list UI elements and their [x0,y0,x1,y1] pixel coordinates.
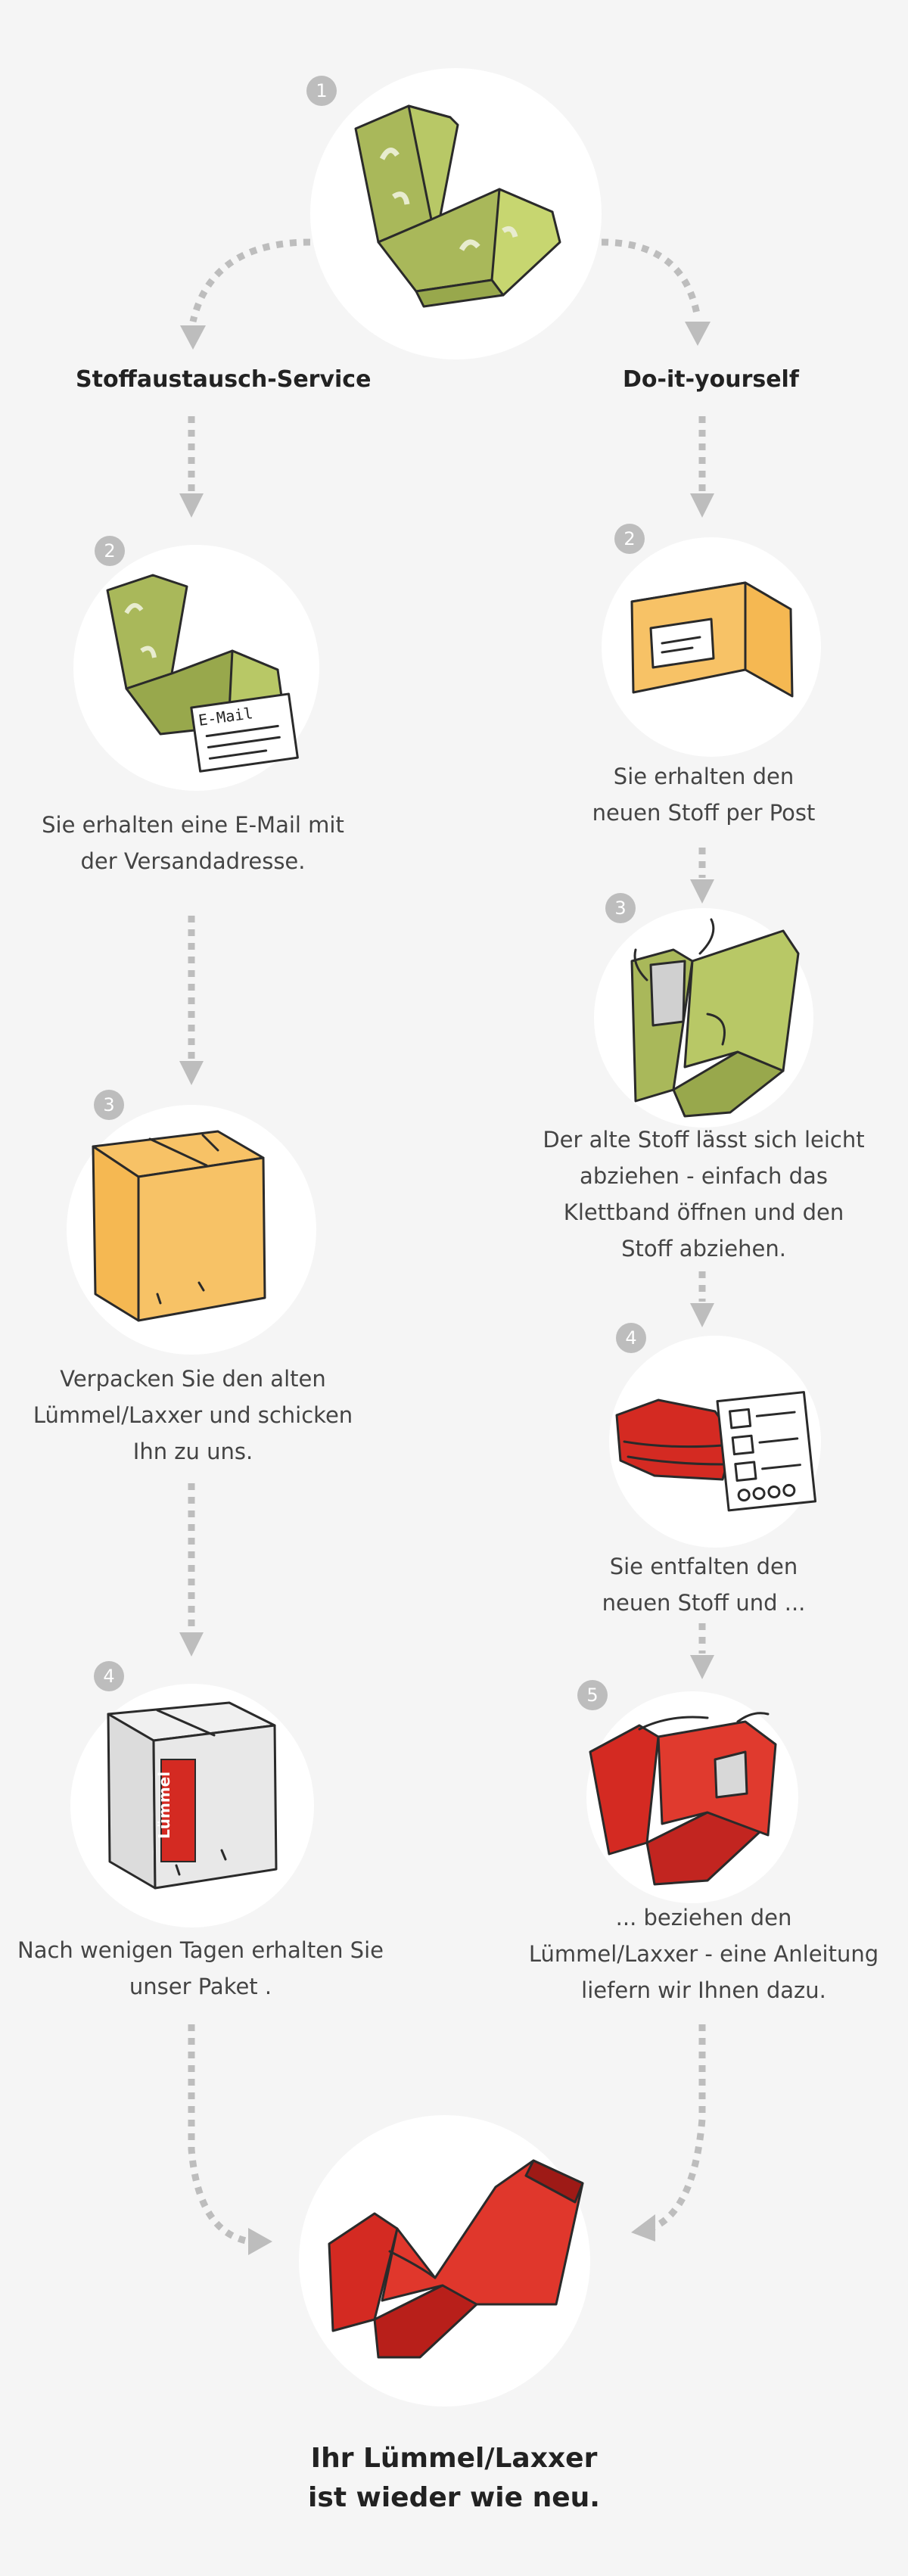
right-step3-line3: Klettband öffnen und den [563,1199,844,1225]
left-step2-line1: Sie erhalten eine E-Mail mit [42,812,344,838]
right-step4-line2: neuen Stoff und ... [602,1590,806,1616]
arrow-top-left-head [180,325,206,350]
final-caption: Ihr Lümmel/Laxxer ist wieder wie neu. [227,2439,681,2518]
branch-title-left: Stoffaustausch-Service [76,366,372,393]
cardboard-box-illustration [92,1130,266,1322]
parcel-illustration [630,581,794,698]
arrow-left-3-head [179,1632,204,1657]
right-step5-caption: ... beziehen den Lümmel/Laxxer - eine An… [522,1899,885,2008]
left-step4-line1: Nach wenigen Tagen erhalten Sie [17,1937,384,1963]
right-step5-line2: Lümmel/Laxxer - eine Anleitung [528,1941,879,1967]
arrow-top-right-head [685,322,711,346]
right-step2-badge: 2 [614,524,645,554]
new-red-armchair-illustration [328,2159,584,2359]
right-step3-badge: 3 [605,893,636,923]
step1-badge: 1 [306,76,337,106]
left-step4-badge: 4 [94,1661,124,1691]
right-step3-line1: Der alte Stoff lässt sich leicht [543,1127,865,1153]
left-step2-badge: 2 [95,536,125,566]
right-step2-caption: Sie erhalten den neuen Stoff per Post [537,758,870,831]
right-step4-line1: Sie entfalten den [609,1554,798,1579]
arrow-right-5-head [631,2214,655,2242]
removing-cover-illustration [630,918,800,1118]
left-step4-caption: Nach wenigen Tagen erhalten Sie unser Pa… [11,1932,390,2005]
final-line2: ist wieder wie neu. [308,2482,600,2513]
left-step3-line3: Ihn zu uns. [132,1439,253,1464]
covering-chair-illustration [589,1712,777,1886]
right-step4-badge: 4 [616,1323,646,1353]
right-step3-caption: Der alte Stoff lässt sich leicht abziehe… [522,1122,885,1267]
right-step2-line1: Sie erhalten den [613,764,794,789]
white-package-illustration [107,1701,278,1890]
final-line1: Ihr Lümmel/Laxxer [310,2443,598,2474]
right-step3-line4: Stoff abziehen. [621,1236,786,1262]
left-step2-caption: Sie erhalten eine E-Mail mit der Versand… [30,807,356,879]
brand-label: Lümmel [155,1772,173,1839]
arrow-top-left [189,238,311,323]
left-step2-line2: der Versandadresse. [80,848,306,874]
left-step3-badge: 3 [94,1090,124,1120]
right-step3-line2: abziehen - einfach das [580,1163,828,1189]
arrow-left-1-head [179,493,204,518]
right-step4-caption: Sie entfalten den neuen Stoff und ... [537,1548,870,1621]
arrow-right-5 [651,2024,706,2232]
left-step3-line1: Verpacken Sie den alten [60,1366,326,1392]
arrow-right-2-head [690,879,714,904]
arrow-left-4-head [248,2228,272,2255]
arrow-top-right [601,238,701,319]
old-armchair-illustration [354,104,561,308]
left-step3-caption: Verpacken Sie den alten Lümmel/Laxxer un… [23,1361,363,1470]
right-step2-line2: neuen Stoff per Post [592,800,816,826]
right-step5-badge: 5 [577,1680,608,1710]
arrow-left-2-head [179,1061,204,1085]
right-step5-line3: liefern wir Ihnen dazu. [581,1977,826,2003]
unfold-fabric-illustration [615,1391,817,1512]
branch-title-right: Do-it-yourself [623,366,799,393]
left-step3-line2: Lümmel/Laxxer und schicken [33,1402,353,1428]
left-step4-line2: unser Paket . [129,1974,272,1999]
arrow-right-4-head [690,1655,714,1679]
arrow-left-4 [188,2024,250,2245]
right-step5-line1: ... beziehen den [615,1905,792,1930]
armchair-email-illustration [106,574,299,773]
arrow-right-1-head [690,493,714,518]
arrow-right-3-head [690,1303,714,1327]
